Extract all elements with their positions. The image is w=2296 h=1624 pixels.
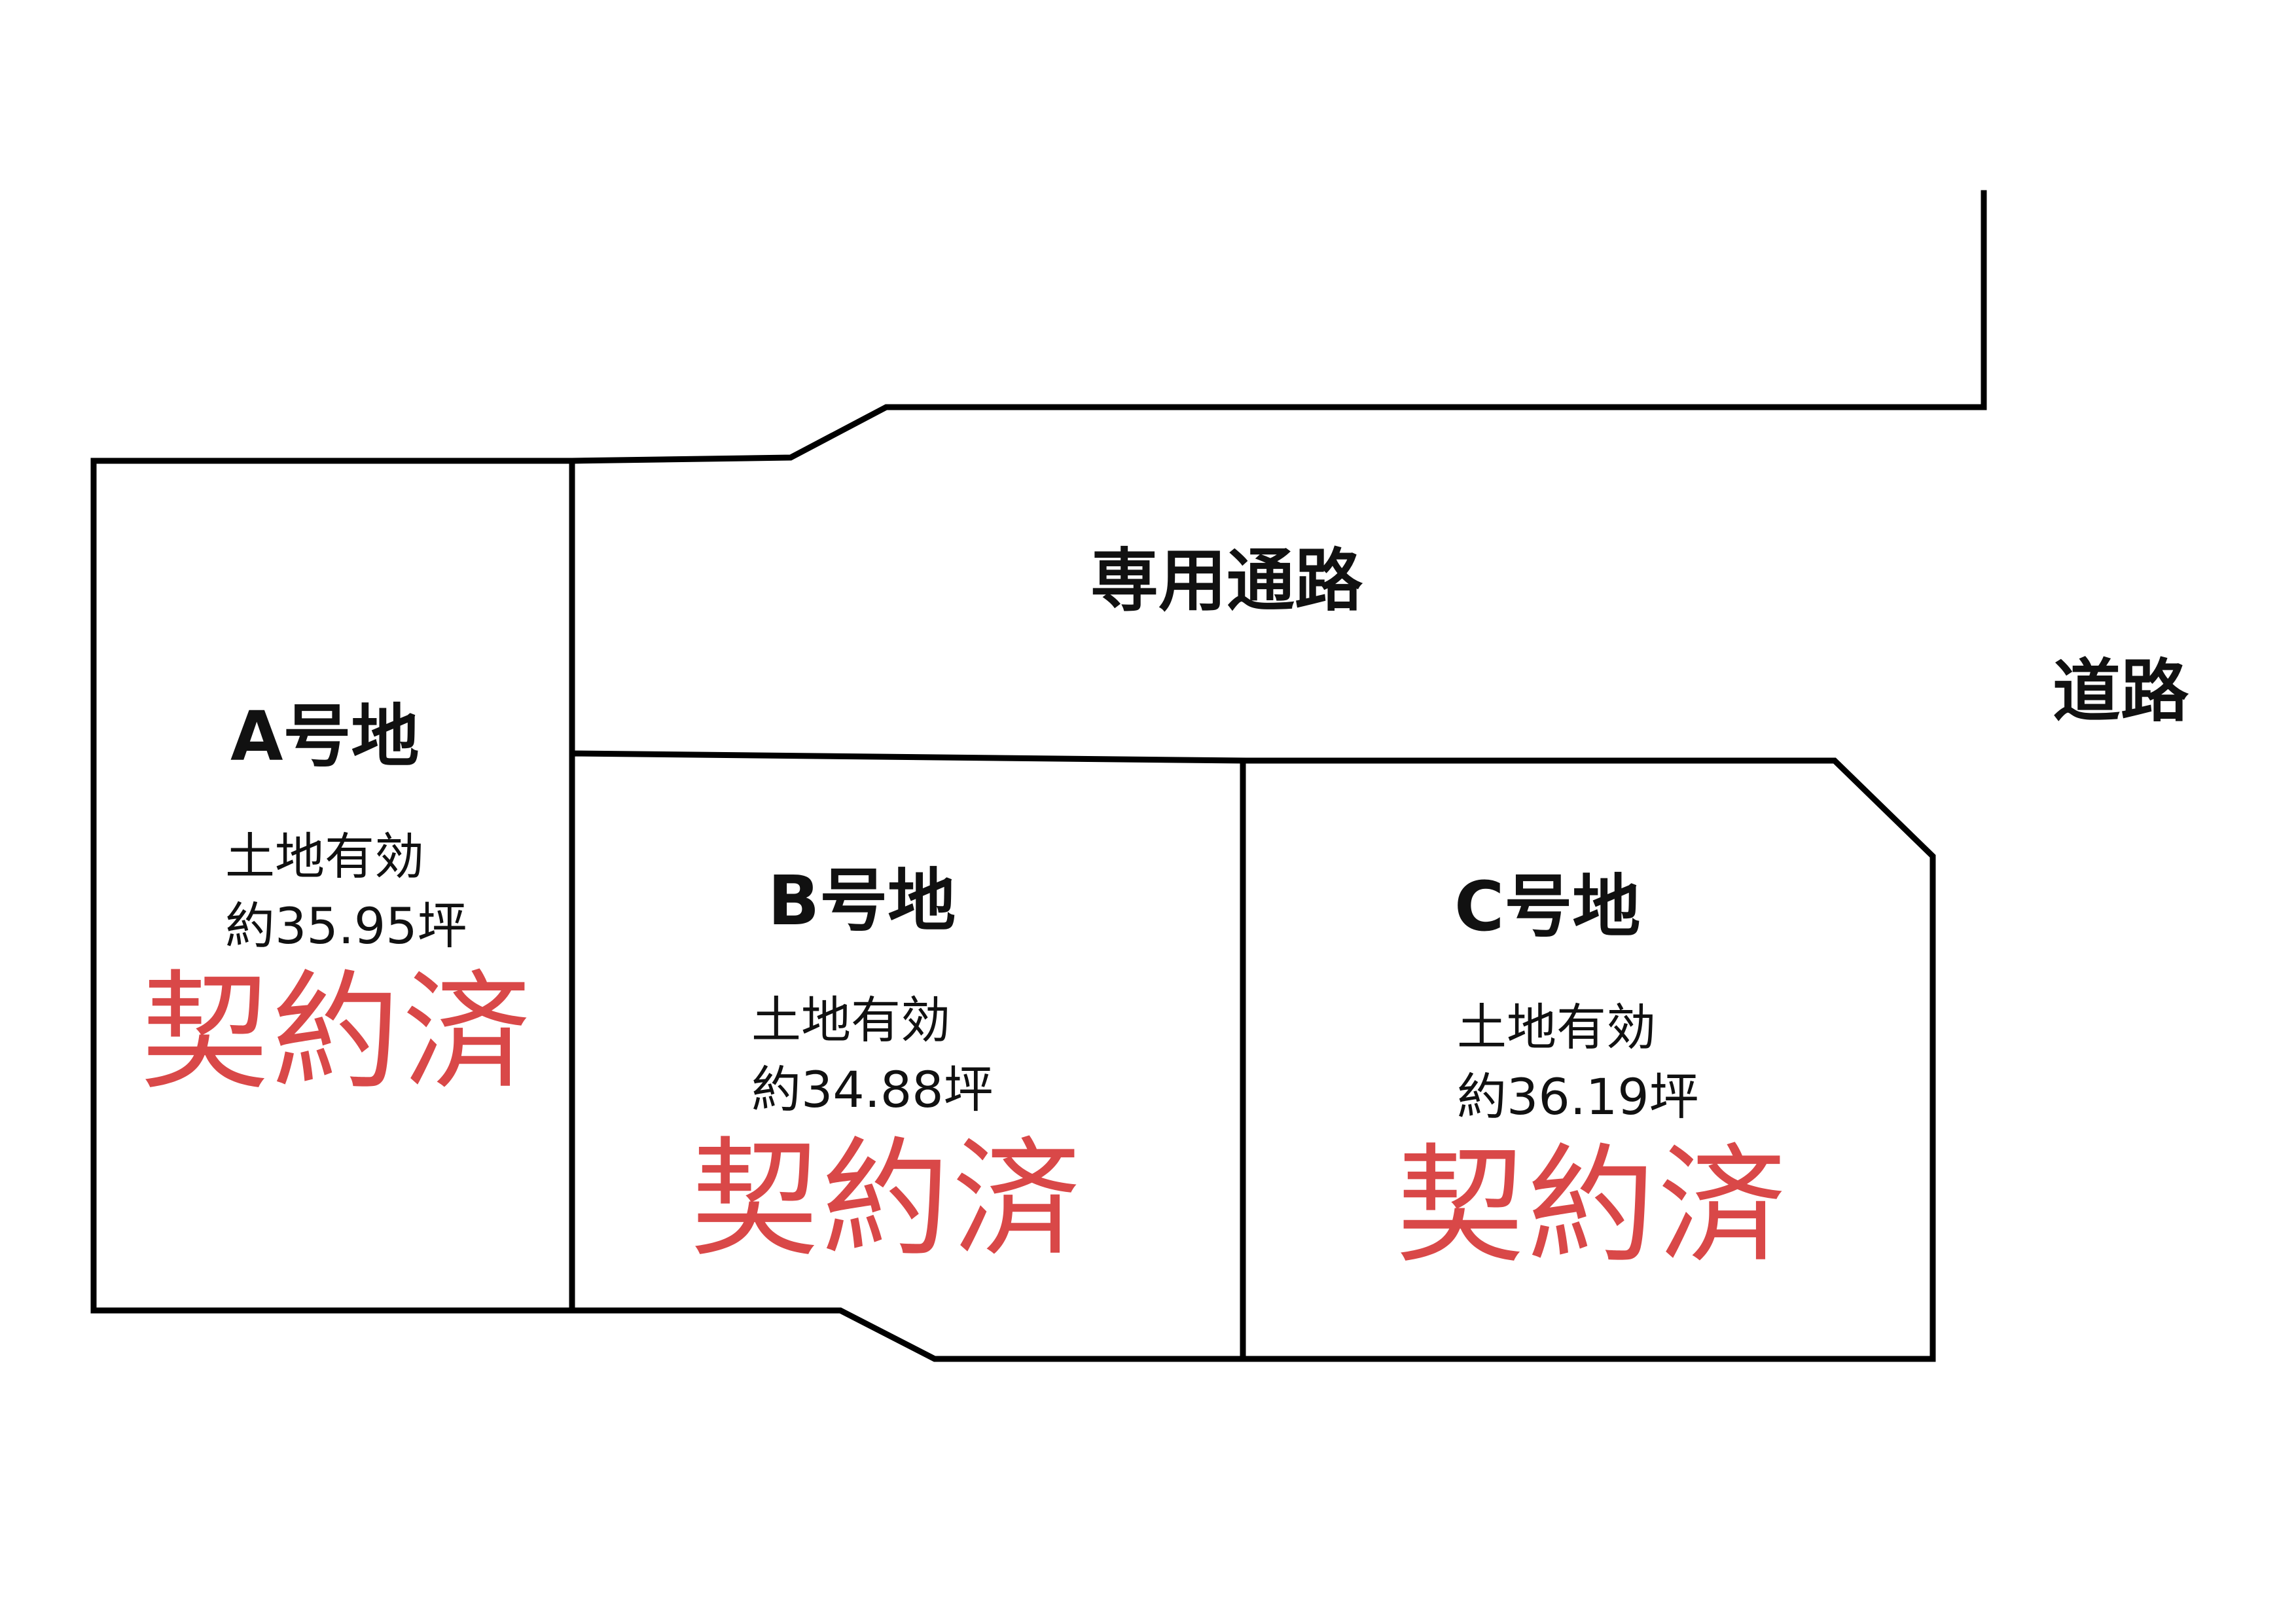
- lot-c-area-label: 土地有効: [1457, 998, 1656, 1056]
- lot-b-name: B号地: [768, 861, 956, 941]
- lot-a-area-value: 約35.95坪: [225, 897, 467, 955]
- lot-a-status-badge: 契約済: [141, 958, 534, 1108]
- private-road-boundary: [569, 190, 1987, 464]
- lot-c-boundary: [1240, 757, 1936, 1362]
- lot-a-area-label: 土地有効: [225, 827, 424, 886]
- public-road-label: 道路: [2053, 651, 2189, 731]
- private-road-label: 専用通路: [1090, 541, 1363, 621]
- lot-c-status-badge: 契約済: [1396, 1132, 1789, 1281]
- lot-b-area-label: 土地有効: [751, 991, 950, 1049]
- lot-b-area-value: 約34.88坪: [751, 1060, 994, 1119]
- lot-c-name: C号地: [1454, 867, 1641, 947]
- lot-b-status-badge: 契約済: [691, 1125, 1084, 1274]
- lot-c-area-value: 約36.19坪: [1457, 1068, 1699, 1126]
- lot-a-name: A号地: [230, 696, 420, 776]
